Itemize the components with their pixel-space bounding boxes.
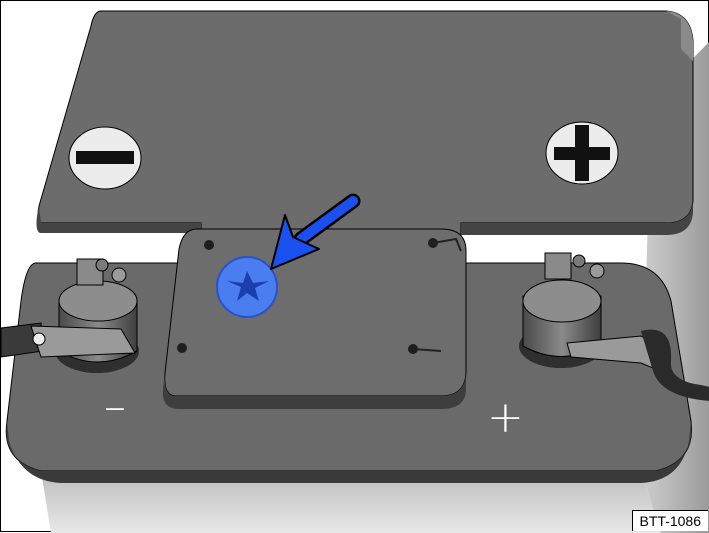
center-cover-plate — [164, 228, 467, 397]
battery-case-front — [41, 471, 661, 533]
vent-plug-icon — [216, 256, 278, 318]
plus-symbol-icon — [545, 121, 619, 185]
plate-screw — [177, 343, 187, 353]
negative-terminal-clamp — [1, 258, 139, 373]
plate-screw — [204, 240, 214, 250]
pointer-arrow-icon — [270, 193, 361, 270]
negative-side-label: – — [104, 381, 126, 432]
figure-code-label: BTT-1086 — [631, 510, 708, 531]
positive-terminal-clamp — [519, 252, 709, 401]
minus-symbol-icon — [68, 126, 142, 190]
positive-side-label: + — [487, 392, 524, 443]
